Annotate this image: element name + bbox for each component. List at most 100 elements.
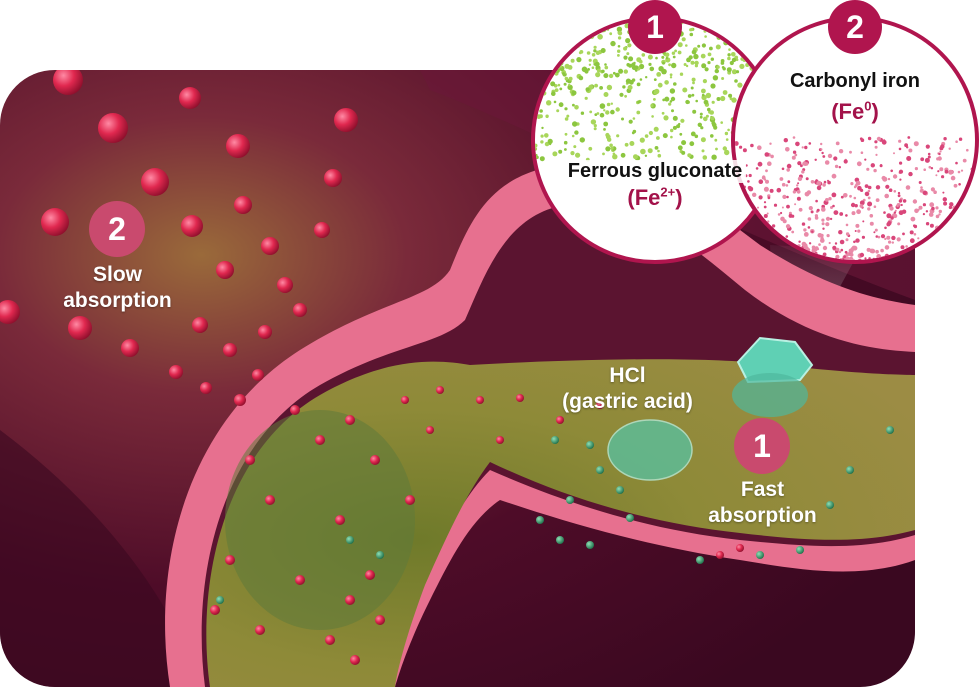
- carbonyl-particle: [938, 249, 944, 255]
- carbonyl-particle: [805, 177, 809, 181]
- carbonyl-particle: [913, 141, 919, 147]
- carbonyl-particle: [777, 213, 781, 216]
- ferrous-particle: [539, 109, 543, 113]
- carbonyl-particle: [942, 235, 946, 239]
- ferrous-particle: [547, 20, 551, 24]
- carbonyl-particle: [824, 160, 830, 165]
- ferrous-particle: [572, 24, 576, 28]
- carbonyl-particle: [943, 201, 948, 206]
- carbonyl-particle: [735, 141, 739, 146]
- ferrous-particle: [691, 49, 697, 55]
- carbonyl-particle: [802, 161, 807, 166]
- carbonyl-particle: [893, 190, 897, 193]
- ferrous-particle: [564, 148, 567, 151]
- ferrous-particle: [706, 23, 710, 27]
- ferrous-particle: [592, 20, 596, 22]
- carbonyl-particle: [786, 168, 790, 172]
- ferrous-particle: [535, 155, 539, 159]
- carbonyl-particle: [866, 247, 871, 252]
- carbonyl-particle: [855, 180, 861, 186]
- carbonyl-particle: [862, 220, 865, 223]
- carbonyl-particle: [962, 158, 967, 163]
- carbonyl-particle: [875, 249, 879, 254]
- ferrous-particle: [751, 20, 757, 24]
- carbonyl-particle: [785, 224, 791, 229]
- ferrous-particle: [716, 97, 721, 101]
- carbonyl-particle: [939, 150, 942, 153]
- carbonyl-particle: [950, 175, 956, 181]
- ferrous-particle: [691, 93, 695, 97]
- carbonyl-particle: [946, 258, 952, 260]
- ferrous-particle: [602, 152, 605, 156]
- ferrous-particle: [700, 137, 706, 143]
- ferrous-particle: [717, 24, 723, 30]
- carbonyl-particle: [898, 147, 902, 151]
- ferrous-particle: [679, 132, 683, 136]
- carbonyl-particle: [845, 214, 848, 217]
- carbonyl-particle: [825, 222, 830, 227]
- carbonyl-particle: [822, 252, 827, 257]
- carbonyl-particle: [800, 164, 803, 168]
- ferrous-particle: [703, 99, 709, 105]
- ferrous-particle: [669, 73, 673, 77]
- carbonyl-particle: [817, 233, 823, 238]
- carbonyl-particle: [883, 211, 886, 214]
- ferrous-particle: [669, 100, 673, 103]
- carbonyl-particle: [906, 156, 912, 161]
- carbonyl-particle: [913, 224, 916, 227]
- ferrous-particle: [727, 53, 731, 57]
- ferrous-particle: [629, 141, 635, 146]
- slow-absorption-label: Slow absorption: [30, 262, 205, 314]
- carbonyl-particle: [966, 241, 971, 246]
- ferrous-particle: [624, 142, 629, 147]
- carbonyl-particle: [923, 168, 926, 171]
- carbonyl-particle: [877, 235, 881, 239]
- ferrous-particle: [750, 38, 755, 44]
- carbonyl-particle: [758, 179, 764, 184]
- ferrous-particle: [710, 20, 714, 23]
- ferrous-particle: [722, 20, 726, 22]
- carbonyl-particle: [897, 191, 901, 195]
- fast-line1: Fast: [740, 478, 785, 501]
- carbonyl-particle: [958, 137, 963, 141]
- ferrous-particle: [760, 31, 764, 35]
- carbonyl-particle: [765, 169, 768, 173]
- carbonyl-particle: [876, 136, 882, 141]
- carbonyl-particle: [843, 193, 848, 198]
- ferrous-particle: [594, 20, 599, 24]
- ferrous-particle: [668, 102, 672, 106]
- callout1-name: Ferrous gluconate: [563, 160, 747, 183]
- carbonyl-particle: [900, 245, 905, 250]
- ferrous-particle: [594, 83, 598, 88]
- ferrous-particle: [574, 25, 580, 31]
- carbonyl-particle: [968, 209, 973, 214]
- carbonyl-particle: [840, 248, 844, 252]
- ferrous-particle: [745, 32, 750, 37]
- ferrous-particle: [647, 54, 653, 60]
- carbonyl-particle: [918, 181, 922, 184]
- ferrous-particle: [584, 69, 589, 74]
- carbonyl-particle: [844, 250, 848, 254]
- carbonyl-particle: [949, 202, 954, 207]
- carbonyl-particle: [835, 247, 840, 252]
- ferrous-particle: [650, 104, 654, 108]
- acid-line2: (gastric acid): [562, 390, 693, 413]
- carbonyl-particle: [927, 155, 931, 159]
- carbonyl-particle: [849, 194, 852, 198]
- carbonyl-particle: [757, 206, 759, 209]
- ferrous-particle: [540, 140, 544, 144]
- ferrous-particle: [724, 32, 727, 36]
- carbonyl-particle: [758, 195, 763, 200]
- ferrous-particle: [578, 75, 584, 81]
- carbonyl-particle: [935, 206, 939, 210]
- carbonyl-particle: [951, 221, 954, 225]
- carbonyl-particle: [810, 210, 814, 214]
- ferrous-particle: [583, 20, 589, 26]
- carbonyl-particle: [839, 239, 845, 245]
- carbonyl-particle: [807, 217, 812, 221]
- ferrous-particle: [544, 141, 550, 147]
- carbonyl-particle: [970, 208, 975, 213]
- carbonyl-particle: [859, 200, 865, 206]
- ferrous-particle: [561, 20, 567, 26]
- carbonyl-particle: [763, 186, 769, 192]
